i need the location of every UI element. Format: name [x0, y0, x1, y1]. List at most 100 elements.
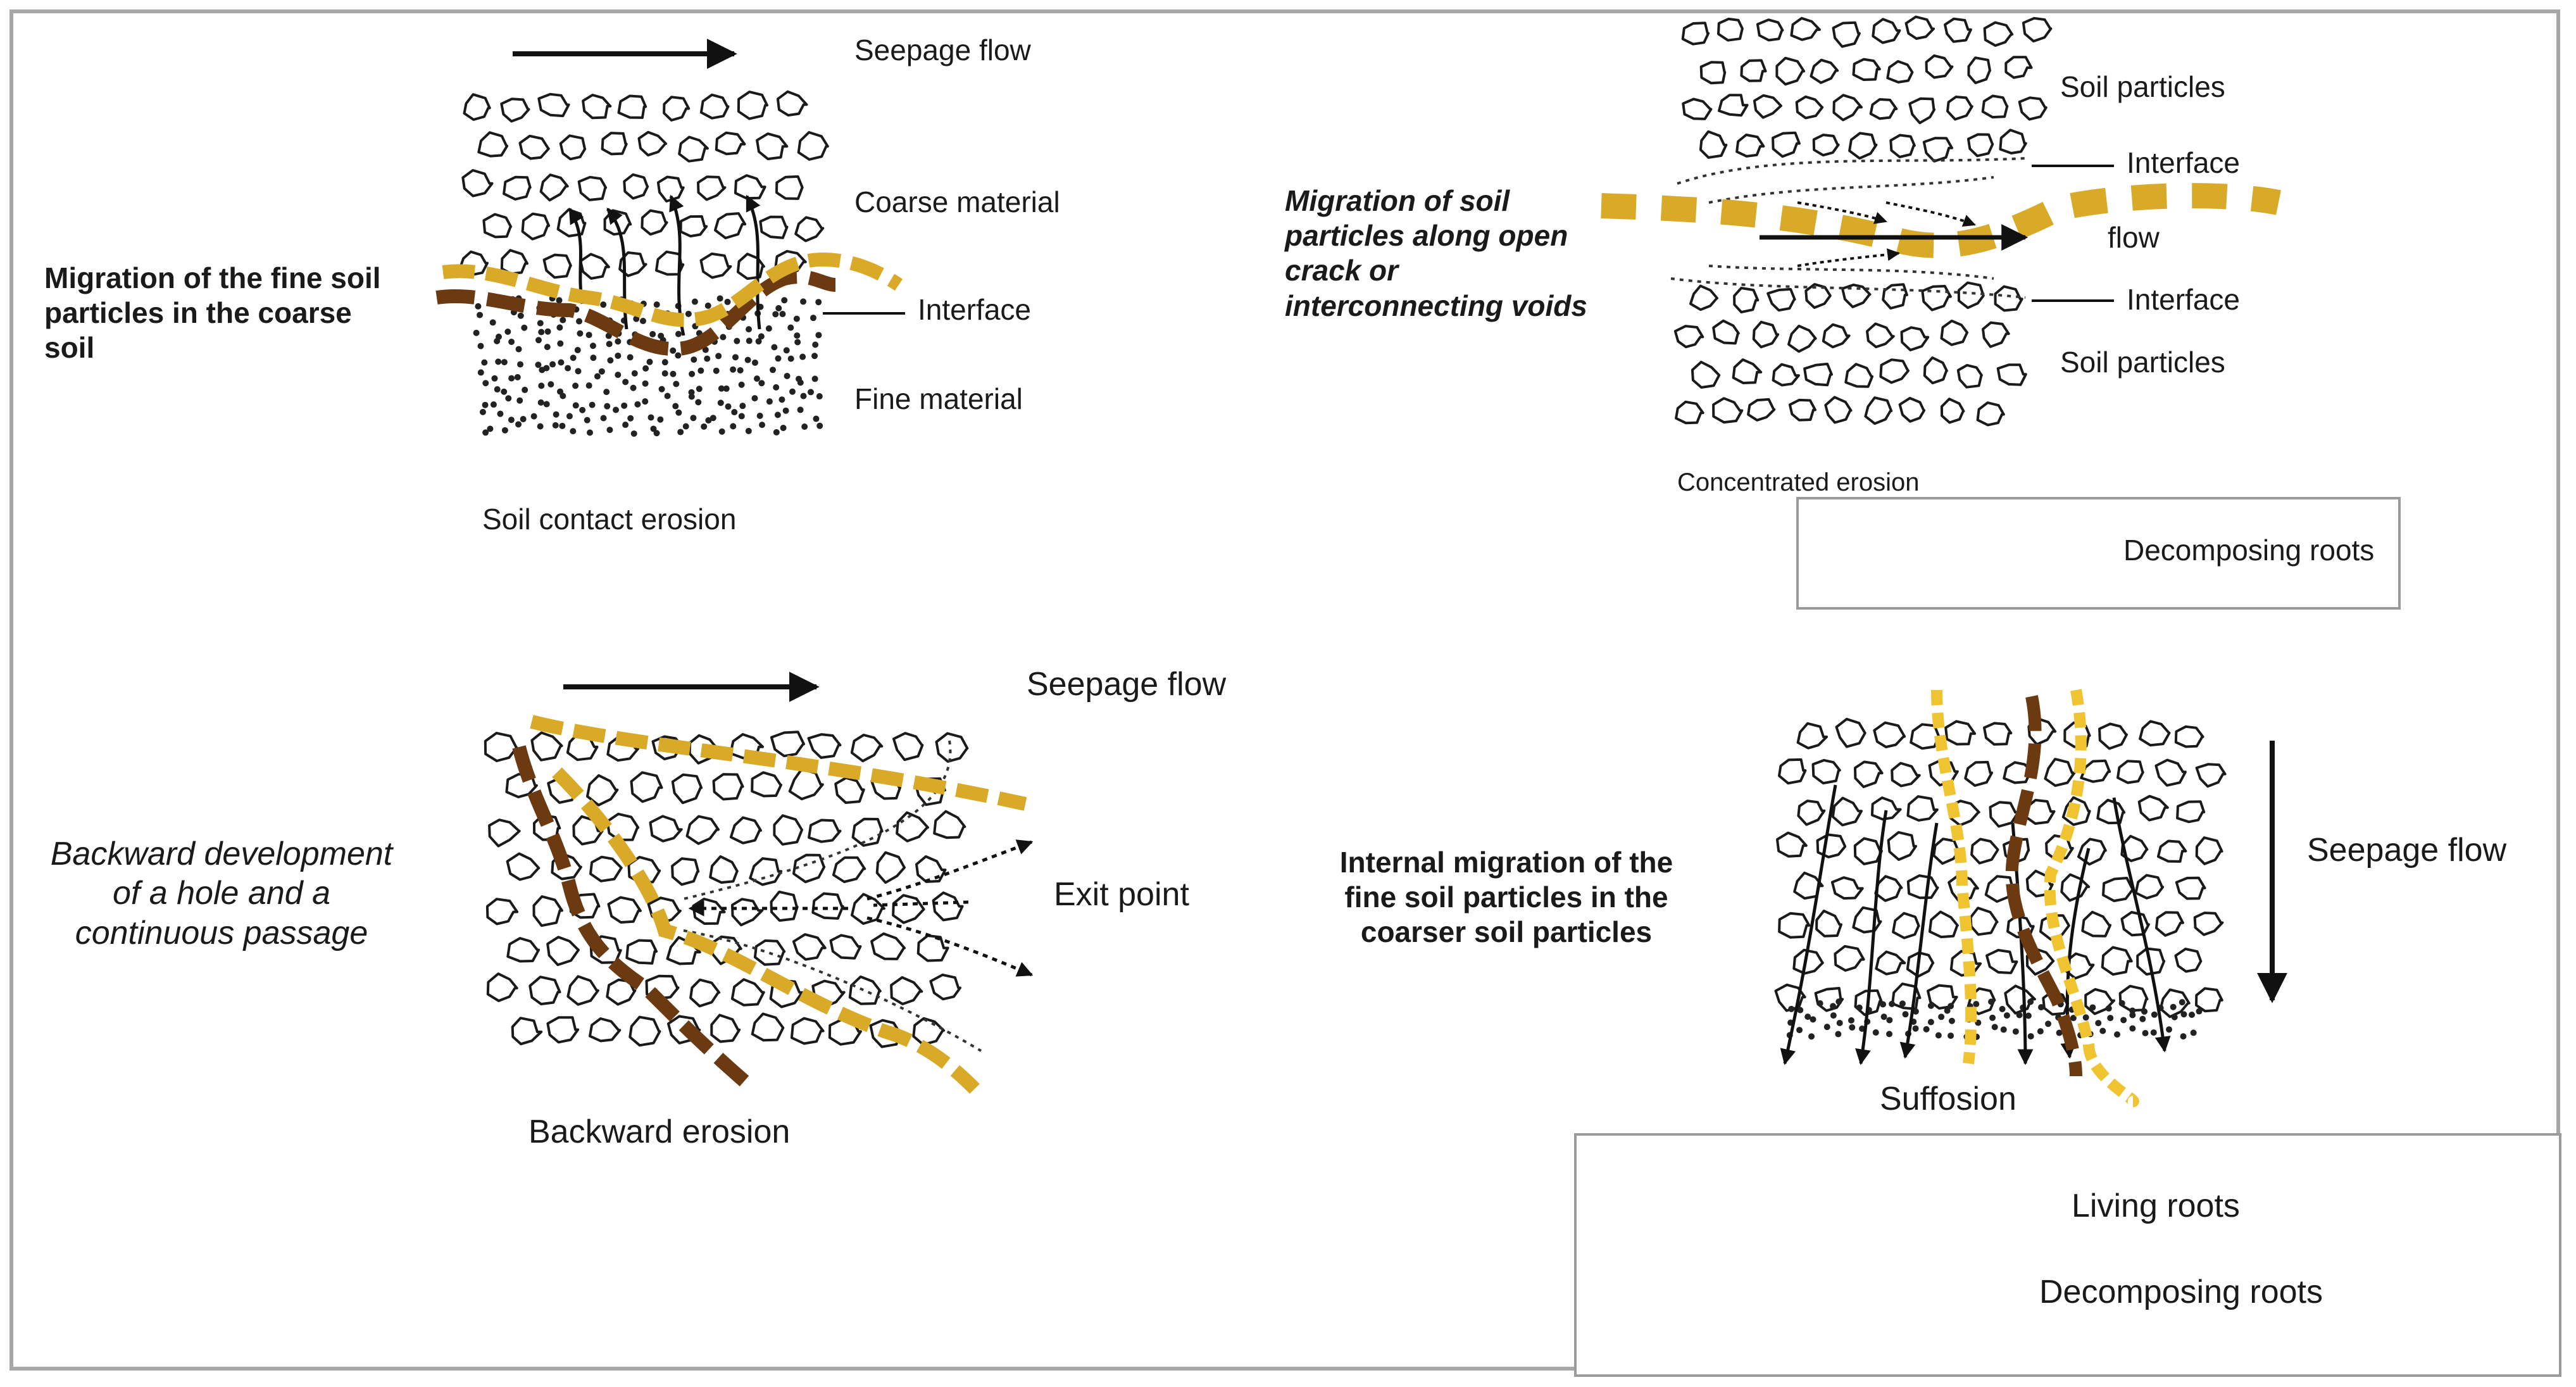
fine-particle	[784, 372, 791, 379]
soil-particle	[1815, 909, 1842, 938]
soil-particle	[714, 212, 747, 239]
fine-particle	[2000, 1026, 2007, 1033]
fine-particle	[497, 410, 504, 417]
fine-particle	[2120, 1017, 2127, 1024]
fine-particle	[621, 402, 628, 409]
soil-particles-bottom	[1673, 281, 2027, 427]
fine-particle	[677, 429, 684, 436]
fine-particle	[689, 370, 696, 377]
crack-line-bottom	[1670, 277, 2026, 299]
soil-particle	[628, 1015, 661, 1047]
fine-particle	[576, 318, 583, 325]
fine-particle	[543, 401, 550, 408]
soil-particle	[1689, 284, 1718, 311]
soil-particle	[2134, 874, 2165, 900]
soil-particle	[663, 96, 691, 122]
soil-particle	[875, 851, 906, 884]
fine-particle	[2089, 1004, 2096, 1011]
fine-particle	[544, 328, 551, 335]
soil-particle	[1732, 358, 1763, 384]
decomposing-root-suffosion-2	[2044, 689, 2139, 1107]
fine-particle	[653, 301, 660, 308]
fine-particle	[613, 406, 620, 413]
soil-particle	[2195, 987, 2223, 1013]
soil-particle	[1925, 54, 1954, 79]
fine-particle	[716, 295, 723, 302]
soil-particle	[641, 209, 668, 236]
fine-particle	[813, 415, 820, 422]
fine-particle	[1899, 1000, 1906, 1007]
fine-particle	[508, 339, 515, 346]
fine-particle	[607, 357, 614, 364]
fine-particle	[2151, 1011, 2158, 1018]
soil-particle	[1906, 795, 1939, 822]
fine-particle	[477, 311, 484, 318]
fine-particle	[738, 413, 745, 420]
soil-particle	[1718, 94, 1749, 117]
soil-particle	[773, 814, 803, 846]
fine-particle	[1856, 1004, 1863, 1011]
fine-particle	[664, 392, 671, 399]
soil-particle	[929, 973, 961, 1001]
soil-particle	[1882, 283, 1908, 310]
soil-particle	[1906, 951, 1935, 978]
soil-particle	[1983, 21, 2014, 47]
soil-particle	[678, 135, 709, 163]
fine-particle	[2118, 1000, 2125, 1007]
fine-particle	[766, 398, 773, 405]
soil-particle	[521, 212, 551, 241]
soil-particle	[2022, 16, 2053, 43]
soil-particle	[2195, 836, 2223, 865]
fine-particle	[746, 326, 753, 333]
fine-particle	[756, 412, 763, 419]
soil-particle	[1835, 717, 1866, 748]
fine-particle	[479, 408, 486, 415]
soil-particle	[915, 855, 947, 883]
soil-particle	[1854, 760, 1884, 788]
fine-particle	[570, 355, 577, 361]
fine-particle	[2170, 1003, 2177, 1010]
fine-particle	[765, 325, 772, 332]
soil-particle	[1834, 945, 1865, 972]
fine-particle	[771, 344, 778, 351]
soil-particle	[756, 132, 789, 161]
exit-point-label: Exit point	[1054, 876, 1189, 913]
soil-particle	[1872, 18, 1901, 44]
fine-particle	[565, 365, 572, 372]
passage-outline-top	[683, 740, 952, 900]
soil-particle	[1898, 396, 1926, 423]
fine-particle	[1927, 1002, 1934, 1009]
fine-particle	[670, 347, 677, 354]
fine-particle	[1797, 1007, 1804, 1014]
soil-particle	[617, 94, 647, 119]
soil-particle	[808, 819, 842, 843]
soil-particle	[1957, 281, 1985, 310]
soil-particle	[1908, 97, 1936, 125]
fine-particle	[516, 397, 523, 404]
soil-particle	[790, 1017, 825, 1045]
fine-particle	[490, 401, 497, 408]
fine-particle	[575, 368, 582, 375]
soil-particle	[546, 1016, 580, 1044]
soil-particle	[532, 895, 563, 927]
fine-particle	[556, 324, 563, 331]
soil-particles-top-label: Soil particles	[2060, 70, 2225, 103]
fine-particle	[782, 407, 789, 414]
soil-particle	[807, 733, 842, 759]
fine-particle	[515, 421, 522, 428]
soil-particle	[1830, 876, 1864, 900]
fine-particle	[1886, 1017, 1893, 1024]
fine-particle	[494, 386, 501, 393]
soil-particle	[1740, 59, 1767, 82]
soil-particle	[589, 1017, 622, 1043]
soil-particle	[1869, 98, 1898, 120]
decomposing-root-suffosion-1	[1931, 689, 1977, 1065]
soil-particle	[1832, 94, 1863, 122]
soil-particle	[932, 891, 964, 922]
fine-particle	[769, 367, 776, 373]
soil-particle	[1844, 363, 1874, 388]
crack-line-top-2	[1708, 176, 1994, 204]
soil-particle	[1832, 21, 1861, 48]
soil-particle	[2193, 912, 2224, 936]
soil-particle	[731, 898, 764, 927]
